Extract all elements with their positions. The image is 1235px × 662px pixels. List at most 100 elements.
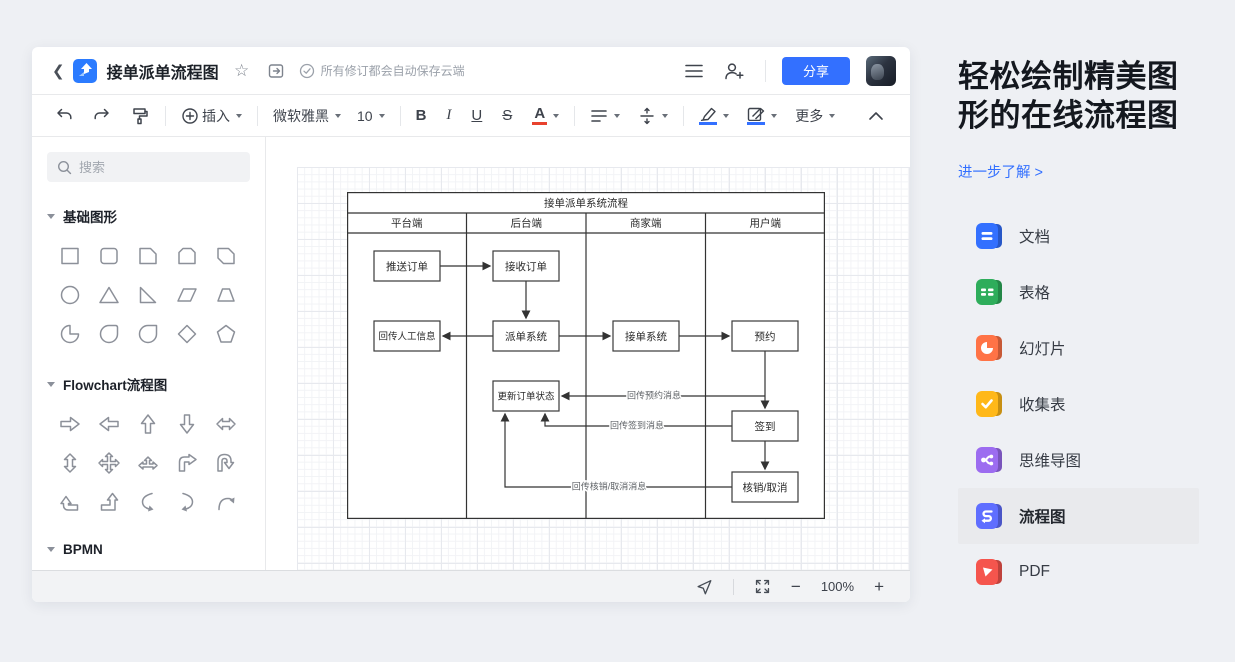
section-bpmn[interactable]: BPMN (47, 542, 250, 557)
product-item-docs[interactable]: 文档 (958, 208, 1199, 264)
edge-label-appointment: 回传预约消息 (627, 389, 681, 400)
lane-header: 后台端 (511, 216, 543, 229)
more-button[interactable]: 更多 (789, 102, 841, 130)
shape-notched-circle[interactable] (96, 321, 122, 347)
search-icon (57, 160, 72, 174)
shape-circle[interactable] (57, 282, 83, 308)
shape-teardrop[interactable] (135, 321, 161, 347)
shape-pie[interactable] (57, 321, 83, 347)
fit-screen-icon[interactable] (754, 578, 771, 595)
share-button[interactable]: 分享 (782, 56, 850, 85)
shape-arrow-right[interactable] (57, 411, 83, 437)
sheets-icon (976, 279, 1002, 305)
divider (574, 105, 576, 126)
shape-arrow-turn-right[interactable] (174, 450, 200, 476)
docs-icon (976, 223, 1002, 249)
search-input[interactable] (79, 159, 219, 175)
shape-arrow-down[interactable] (174, 411, 200, 437)
node-verify-cancel[interactable]: 核销/取消 (731, 471, 799, 503)
shape-arrow-curve-up[interactable] (213, 489, 239, 515)
shape-right-triangle[interactable] (135, 282, 161, 308)
shape-arrow-bend-left[interactable] (57, 489, 83, 515)
product-item-forms[interactable]: 收集表 (958, 376, 1199, 432)
shape-diamond[interactable] (174, 321, 200, 347)
add-collaborator-icon[interactable] (723, 60, 745, 82)
section-basic-shapes[interactable]: 基础图形 (47, 206, 250, 226)
undo-button[interactable] (48, 102, 80, 130)
node-update-order-status[interactable]: 更新订单状态 (492, 380, 560, 412)
shape-triangle[interactable] (96, 282, 122, 308)
shape-snip-diagonal-square[interactable] (213, 243, 239, 269)
section-flowchart-shapes[interactable]: Flowchart流程图 (47, 374, 250, 394)
move-to-folder-icon[interactable] (265, 60, 287, 82)
zoom-out-button[interactable]: − (790, 577, 801, 596)
redo-button[interactable] (86, 102, 118, 130)
collapse-toolbar-button[interactable] (862, 107, 890, 125)
divider (165, 105, 166, 126)
pdf-icon (976, 559, 1002, 585)
shape-trapezoid[interactable] (213, 282, 239, 308)
shape-square[interactable] (57, 243, 83, 269)
shape-arrow-up-down[interactable] (57, 450, 83, 476)
shape-arrow-bend-up[interactable] (96, 489, 122, 515)
shape-search[interactable] (47, 152, 250, 182)
edge-label-checkin: 回传签到消息 (610, 419, 664, 430)
shape-arrow-curve-right[interactable] (174, 489, 200, 515)
zoom-in-button[interactable]: + (874, 577, 884, 596)
product-item-flowchart[interactable]: 流程图 (958, 488, 1199, 544)
node-push-order[interactable]: 推送订单 (373, 250, 441, 282)
highlighter-button[interactable] (693, 103, 735, 129)
node-return-manual-info[interactable]: 回传人工信息 (373, 320, 441, 352)
node-order-taking-system[interactable]: 接单系统 (612, 320, 680, 352)
node-check-in[interactable]: 签到 (731, 410, 799, 442)
flowchart-diagram[interactable]: 接单派单系统流程 平台端 后台端 商家端 用户端 推送订单 (347, 192, 825, 519)
highlighter-color-bar (699, 121, 718, 125)
promo-panel: 轻松绘制精美图 形的在线流程图 进一步了解 > 文档 表格 (958, 47, 1235, 662)
learn-more-link[interactable]: 进一步了解 > (958, 165, 1043, 181)
align-button[interactable] (584, 104, 626, 128)
product-item-slides[interactable]: 幻灯片 (958, 320, 1199, 376)
document-title[interactable]: 接单派单流程图 (106, 64, 219, 82)
pen-style-button[interactable] (741, 103, 783, 129)
shape-rounded-square[interactable] (96, 243, 122, 269)
user-avatar[interactable] (866, 55, 896, 86)
zoom-level: 100% (820, 579, 855, 594)
shape-arrow-t-up[interactable] (135, 450, 161, 476)
star-icon[interactable]: ☆ (233, 60, 250, 80)
shape-parallelogram[interactable] (174, 282, 200, 308)
node-receive-order[interactable]: 接收订单 (492, 250, 560, 282)
shape-arrow-curve-left[interactable] (135, 489, 161, 515)
chevron-down-icon (47, 381, 55, 387)
pool-title: 接单派单系统流程 (544, 196, 628, 209)
back-icon[interactable]: ❮ (52, 62, 65, 80)
shape-cut-corner-square[interactable] (135, 243, 161, 269)
shape-arrow-u-turn[interactable] (213, 450, 239, 476)
shape-arrow-four-way[interactable] (96, 450, 122, 476)
bold-button[interactable]: B (415, 107, 427, 124)
shape-arrow-left[interactable] (96, 411, 122, 437)
pointer-navigation-icon[interactable] (695, 578, 713, 596)
svg-text:更新订单状态: 更新订单状态 (497, 391, 555, 403)
shape-snip-top-square[interactable] (174, 243, 200, 269)
product-item-pdf[interactable]: PDF (958, 544, 1199, 600)
diagram-canvas[interactable]: 接单派单系统流程 平台端 后台端 商家端 用户端 推送订单 (266, 137, 910, 570)
format-painter-button[interactable] (124, 102, 156, 130)
italic-button[interactable]: I (446, 107, 452, 123)
node-dispatch-system[interactable]: 派单系统 (492, 320, 560, 352)
strikethrough-button[interactable]: S (502, 107, 513, 124)
mindmap-icon (976, 447, 1002, 473)
shape-arrow-left-right[interactable] (213, 411, 239, 437)
line-spacing-button[interactable] (632, 103, 674, 129)
svg-text:回传人工信息: 回传人工信息 (378, 331, 435, 343)
underline-button[interactable]: U (471, 107, 483, 124)
node-appointment[interactable]: 预约 (731, 320, 799, 352)
product-item-sheets[interactable]: 表格 (958, 264, 1199, 320)
font-color-button[interactable]: A (526, 102, 565, 129)
font-family-select[interactable]: 微软雅黑 (267, 102, 347, 130)
product-item-mindmap[interactable]: 思维导图 (958, 432, 1199, 488)
shape-arrow-up[interactable] (135, 411, 161, 437)
insert-button[interactable]: 插入 (175, 102, 248, 130)
menu-icon[interactable] (683, 60, 705, 82)
font-size-select[interactable]: 10 (351, 104, 391, 128)
shape-pentagon[interactable] (213, 321, 239, 347)
